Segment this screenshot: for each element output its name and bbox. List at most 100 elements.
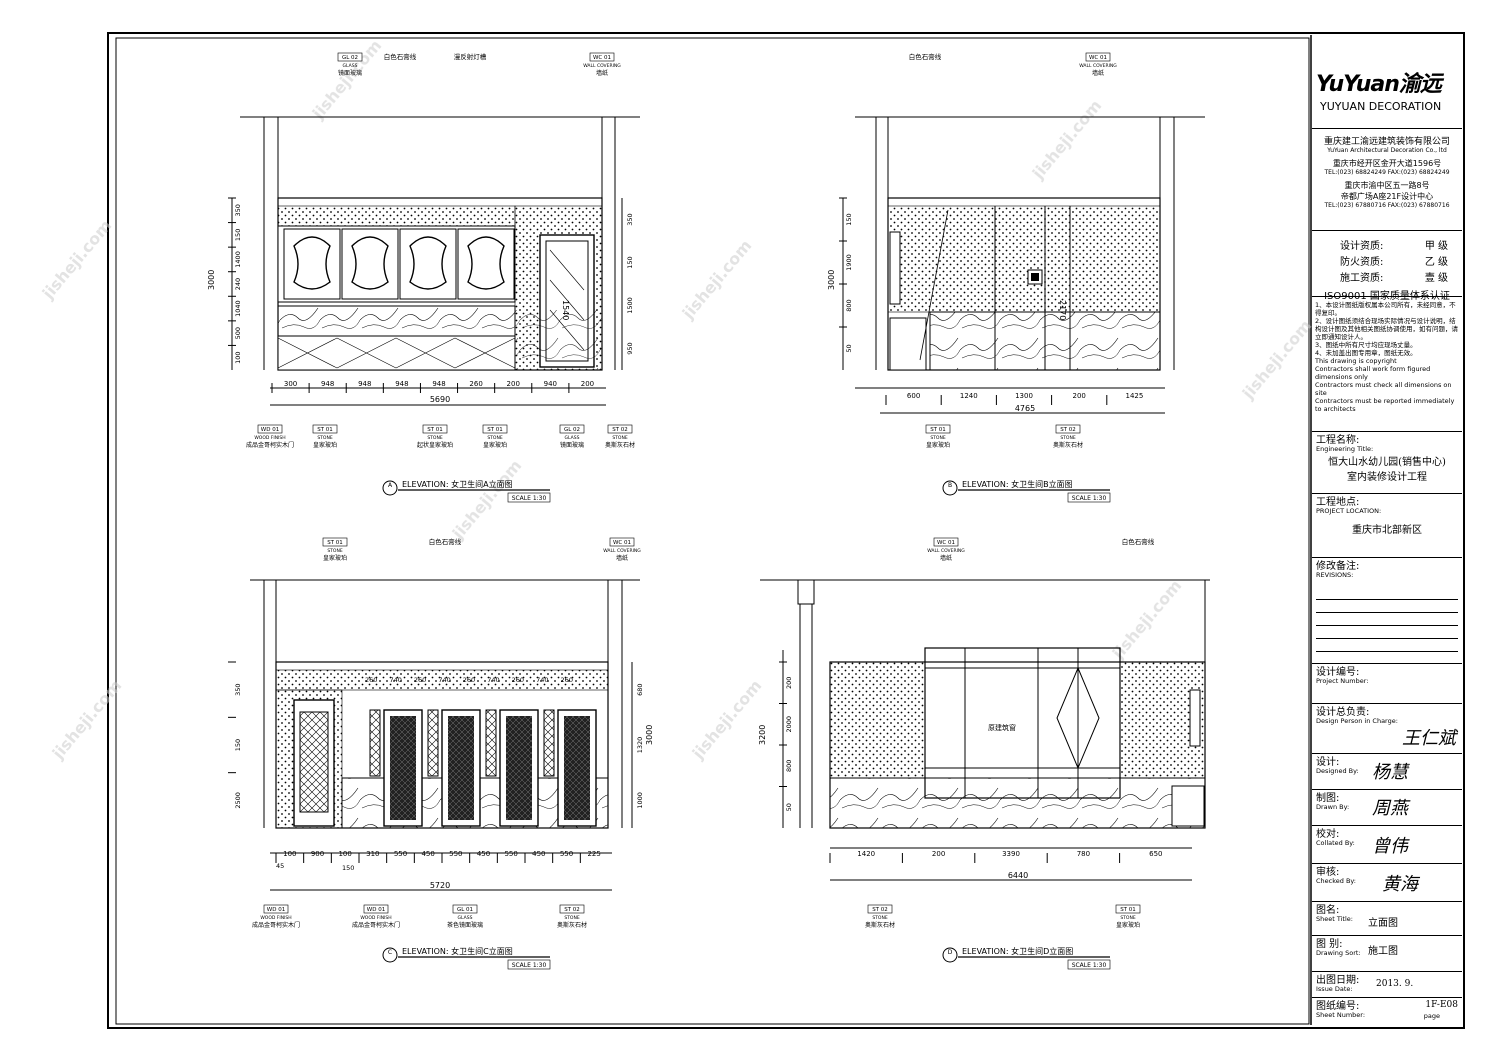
material-tag-code: ST 02 [612,427,628,433]
elev-b-total: 4765 [1015,404,1035,413]
dimension-label: 780 [1077,850,1090,858]
watermark: jisheji.com [678,236,756,323]
signature: 黄海 [1382,874,1418,895]
in-charge-label: 设计总负责: [1316,707,1370,718]
dimension-label: 150 [234,739,242,751]
sheet-page: page [1423,1012,1440,1020]
dimension-label: 200 [785,677,793,689]
material-tag-code: WC 01 [593,55,611,61]
elevation-title: ELEVATION: 女卫生间C立面图 [402,946,513,956]
material-tag-box [363,904,389,914]
material-tag-type: STONE [427,435,443,441]
material-tag-box [925,424,951,434]
qual-value: 壹 级 [1424,273,1448,284]
qual-value: 甲 级 [1424,241,1448,252]
location-value: 重庆市北部新区 [1352,525,1422,536]
checked-label: 审核: [1316,867,1340,878]
designer-label-en: Designed By: [1316,767,1359,775]
scale-label: SCALE 1:30 [1072,495,1107,502]
dimension-label: 1420 [857,850,875,858]
dimension-label: 948 [358,380,371,388]
watermark: jisheji.com [308,36,386,123]
material-tag-code: ST 02 [1060,427,1076,433]
dimension-label: 100 [283,850,296,858]
dimension-label: 260 [463,676,475,684]
dimension-label: 650 [1149,850,1162,858]
company-addr2b: 帝都广场A座21F设计中心 [1340,192,1434,201]
drawing-sort: 图 别: Drawing Sort: 施工图 [1312,935,1462,971]
dimension-label: 100 [338,850,351,858]
dimension-label: 200 [581,380,594,388]
watermark: jisheji.com [1238,316,1316,403]
logo: YuYuan渝远 [1316,72,1442,97]
project-label-en: Engineering Title: [1316,445,1374,453]
material-tag-type: WOOD FINISH [260,915,291,921]
dimension-label: 940 [544,380,557,388]
dimension-label: 948 [395,380,408,388]
location-label-en: PROJECT LOCATION: [1316,507,1382,515]
dimension-label: 260 [365,676,377,684]
title-block: YuYuan渝远 YUYUAN DECORATION 重庆建工渝远建筑装饰有限公… [1312,36,1462,1024]
material-note: 白色石膏线 [909,52,942,61]
material-tag-box [933,537,959,547]
dimension-label: 950 [626,342,634,354]
dimension-label: 1300 [1015,392,1033,400]
dimension-label: 550 [504,850,517,858]
collated-label: 校对: [1316,829,1340,840]
issue-label: 出图日期: [1316,975,1360,986]
window [924,647,1121,799]
designer-label: 设计: [1316,757,1340,768]
sheet-number: 图纸编号: Sheet Number: 1F-E08 page [1312,997,1462,1024]
drawn-by: 制图: Drawn By: 周燕 [1312,789,1462,825]
material-tag-type: STONE [930,435,946,441]
drawn-label: 制图: [1316,793,1340,804]
material-tag-box [559,424,585,434]
designer: 设计: Designed By: 杨慧 [1312,753,1462,789]
material-tag-box [609,537,635,547]
material-tag-code: ST 01 [930,427,946,433]
qual-key: 施工资质: [1340,273,1384,284]
material-tag-name: 奥斯灰石材 [605,441,635,449]
elev-d-total: 6440 [1008,871,1028,880]
signature: 曾伟 [1372,836,1408,857]
material-tag-name: 皇家玻珀 [323,554,347,562]
material-tag-name: 墙纸 [596,69,608,77]
material-tag-box [452,904,478,914]
material-tag-box [1055,424,1081,434]
issue-value: 2013. 9. [1376,979,1414,989]
scale-box [1067,959,1111,970]
material-note: 白色石膏线 [1122,537,1155,546]
signature: 周燕 [1372,798,1408,819]
material-tag-type: STONE [1060,435,1076,441]
dimension-label: 600 [907,392,920,400]
material-tag-name: 皇家玻珀 [926,441,950,449]
material-tag-type: GLASS [458,915,473,921]
window-label: 原建筑窗 [988,723,1016,732]
material-note: 白色石膏线 [384,52,417,61]
material-tag-box [559,904,585,914]
material-tag-box [337,52,363,62]
checked-by: 审核: Checked By: 黄海 [1312,863,1462,901]
watermark: jisheji.com [1028,96,1106,183]
material-tag-box [312,424,338,434]
sort-label: 图 别: [1316,939,1343,950]
project-location: 工程地点: PROJECT LOCATION: 重庆市北部新区 [1312,493,1462,557]
material-tag-box [263,904,289,914]
material-tag-type: WALL COVERING [1079,63,1117,69]
dimension-label: 200 [507,380,520,388]
material-tag-code: ST 02 [872,907,888,913]
dimension-label: 50 [785,803,793,811]
location-label: 工程地点: [1316,497,1360,508]
logo-sub: YUYUAN DECORATION [1320,100,1442,113]
watermark: jisheji.com [48,676,126,763]
scale-label: SCALE 1:30 [512,495,547,502]
material-tag-code: WC 01 [613,540,631,546]
dimension-label: 740 [438,676,450,684]
dimension-label: 50 [845,344,853,352]
sheet-number-value: 1F-E08 [1425,1000,1458,1010]
company-addr2: 重庆市渝中区五一路8号 [1344,181,1430,190]
qual-row: 防火资质:乙 级 [1312,252,1462,268]
dimension-label: 150 [234,229,242,241]
material-tag-type: WOOD FINISH [254,435,285,441]
